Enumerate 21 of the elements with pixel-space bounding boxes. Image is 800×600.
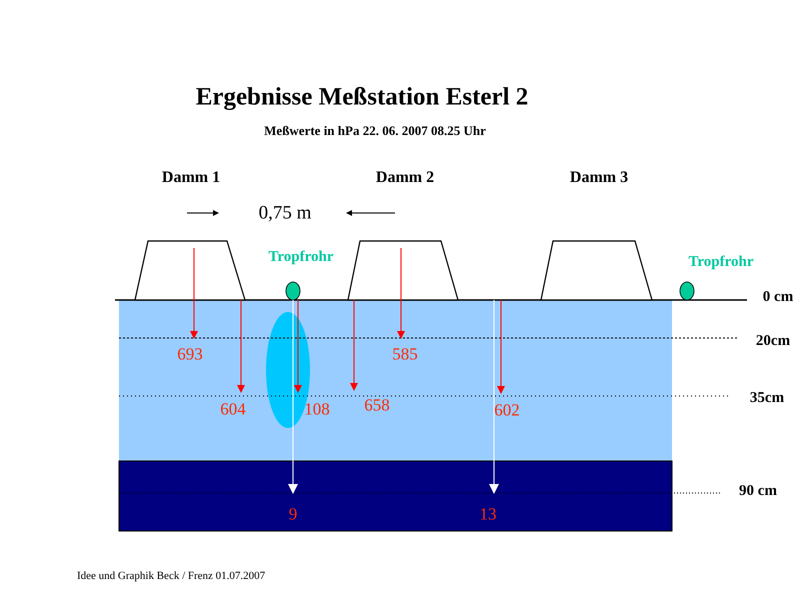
measurement-value: 108 [304,400,330,420]
subtitle: Meßwerte in hPa 22. 06. 2007 08.25 Uhr [264,124,486,138]
measurement-value: 9 [288,506,298,524]
credit-line: Idee und Graphik Beck / Frenz 01.07.2007 [77,570,266,582]
depth-label: 20cm [756,332,790,350]
depth-label: 0 cm [762,288,794,306]
measurement-value: 13 [480,506,496,524]
title: Ergebnisse Meßstation Esterl 2 [196,83,528,111]
dimension-label: 0,75 m [258,204,312,224]
dam-label: Damm 1 [162,169,220,187]
dam-label: Damm 3 [570,169,628,187]
measurement-value: 604 [220,400,246,420]
depth-label: 90 cm [739,482,777,500]
measurement-value: 693 [177,346,203,364]
pipe-label: Tropfrohr [688,254,754,270]
measurement-value: 585 [392,346,418,364]
depth-label: 35cm [750,390,784,406]
measurement-value: 602 [494,402,520,420]
dam-label: Damm 2 [376,169,434,187]
measurement-value: 658 [364,396,390,416]
pipe-label: Tropfrohr [268,248,334,266]
